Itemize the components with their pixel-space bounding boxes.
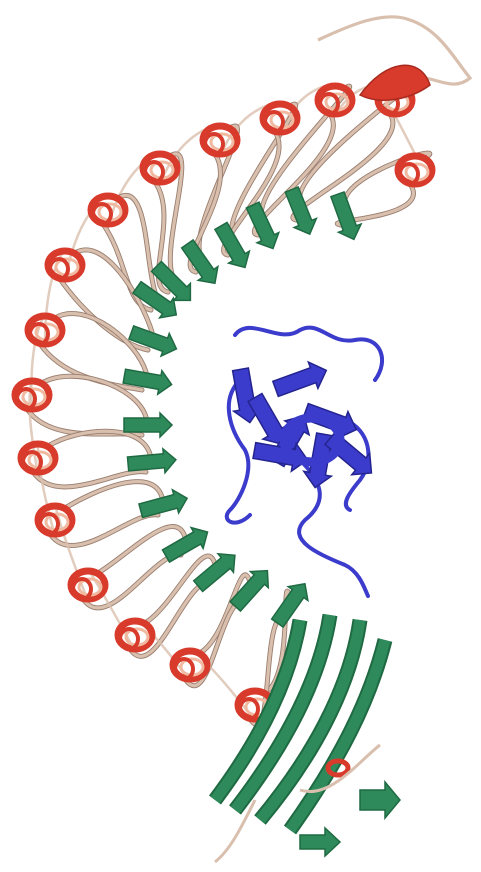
backbone-connector <box>395 116 415 154</box>
c-term-arrow <box>360 782 400 818</box>
alpha-helix <box>71 571 105 599</box>
beta-strand-arrow <box>122 364 173 396</box>
ligand-strand-arrow <box>271 357 331 402</box>
ligand-beta-strand <box>271 357 331 402</box>
beta-strand-arrow <box>268 577 315 630</box>
alpha-helix <box>263 104 297 132</box>
alpha-helix <box>143 154 177 182</box>
alpha-helix <box>38 506 72 534</box>
beta-strand <box>122 364 173 396</box>
alpha-helix <box>318 86 352 114</box>
bound-blue-protein <box>227 328 382 596</box>
beta-strand-arrow <box>138 487 191 523</box>
beta-strand <box>268 577 315 630</box>
c-terminal-beta-sheet <box>215 615 400 862</box>
beta-strand <box>281 185 321 238</box>
alpha-helix <box>91 196 125 224</box>
beta-strand-arrow <box>281 185 321 238</box>
alpha-helix <box>203 126 237 154</box>
beta-strand <box>138 487 191 523</box>
alpha-helix <box>48 251 82 279</box>
c-term-arrow <box>300 828 340 856</box>
alpha-helix <box>118 621 152 649</box>
alpha-helix <box>398 156 432 184</box>
n-terminal-helix-cap <box>360 65 430 100</box>
